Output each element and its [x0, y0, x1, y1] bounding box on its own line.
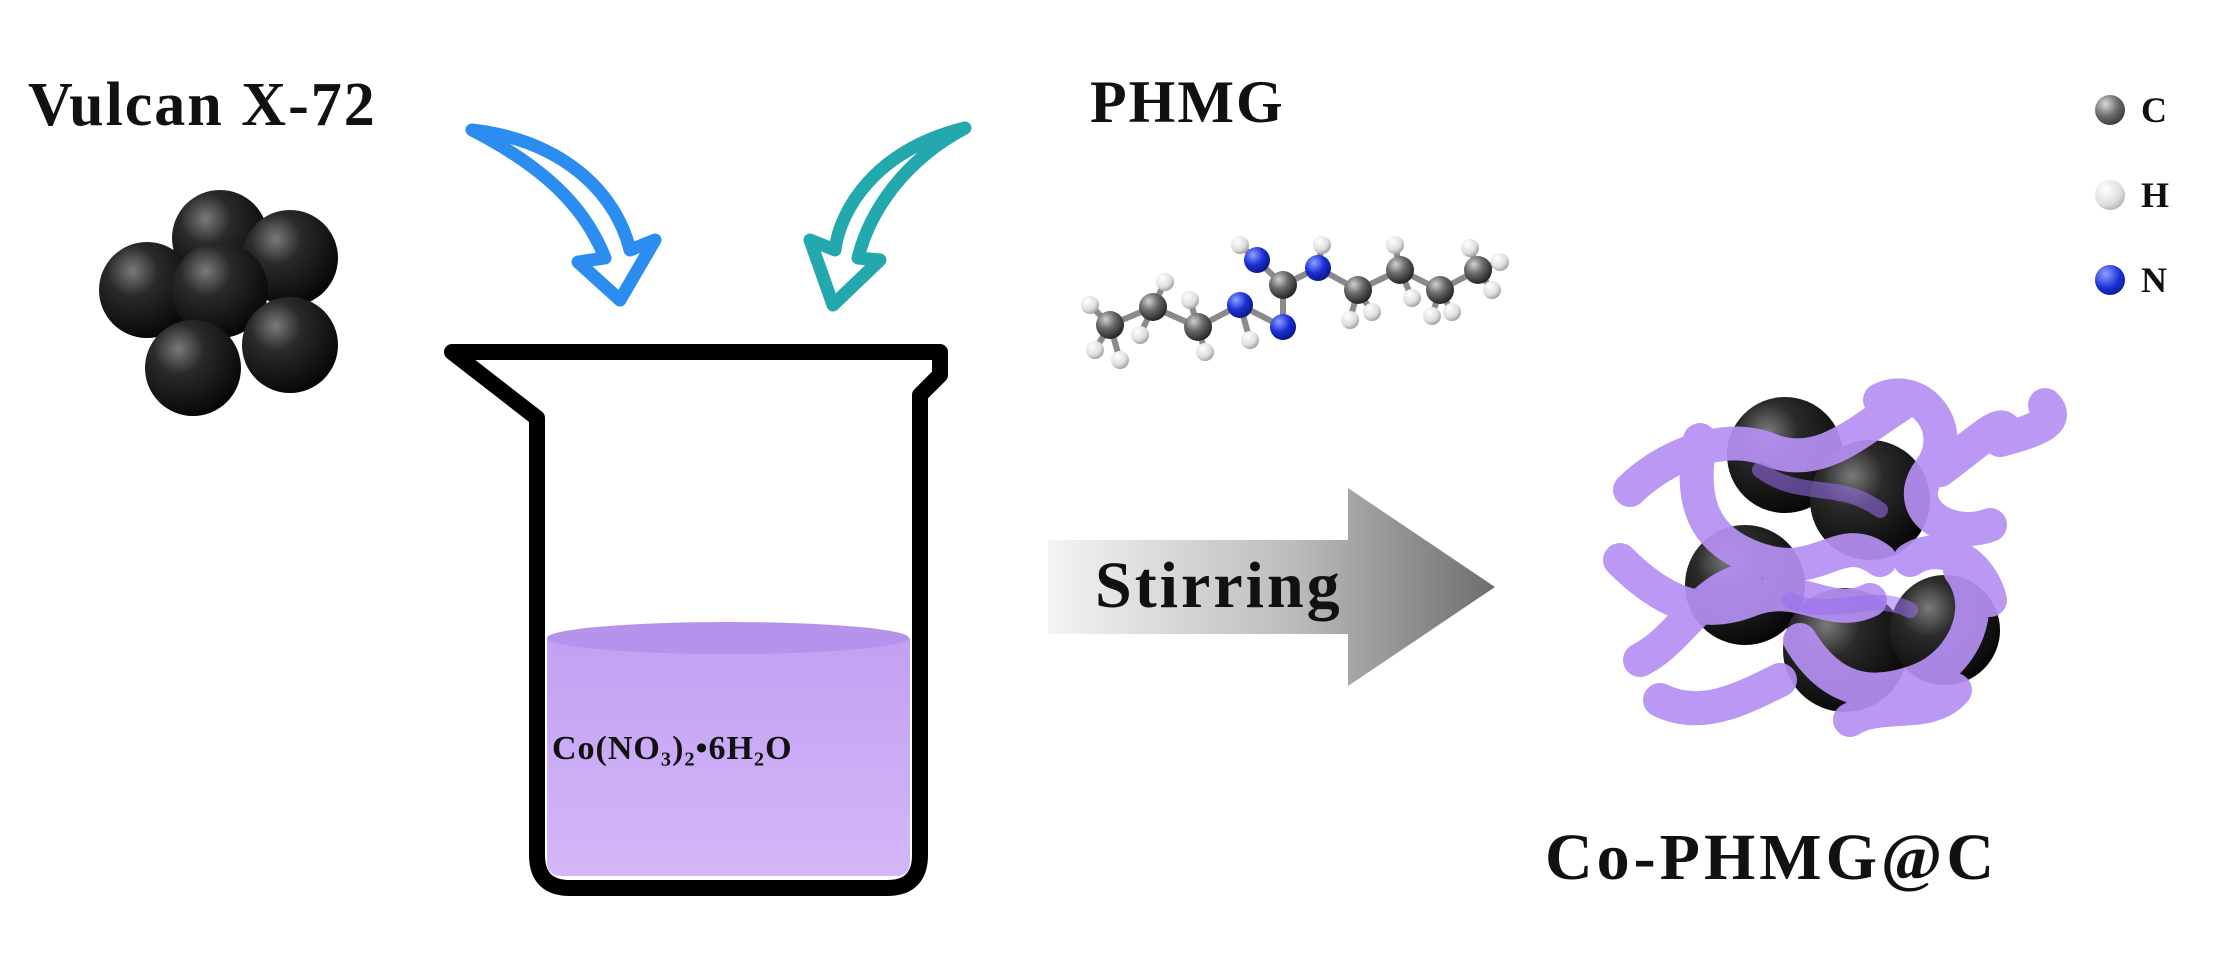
carbon-atom — [1386, 256, 1414, 284]
beaker-outline — [444, 344, 948, 896]
stirring-label: Stirring — [1095, 549, 1343, 622]
hydrogen-atom — [1363, 303, 1381, 321]
vulcan-label: Vulcan X-72 — [28, 71, 377, 139]
nitrogen-atom — [1244, 247, 1270, 273]
hydrogen-atom — [1156, 273, 1174, 291]
hydrogen-atom — [1181, 291, 1199, 309]
carbon-sphere — [242, 297, 338, 393]
carbon-atom — [1096, 311, 1124, 339]
hydrogen-atom — [1403, 289, 1421, 307]
carbon-atom — [1184, 313, 1212, 341]
legend-item-c: C — [2095, 85, 2167, 135]
carbon-sphere — [145, 320, 241, 416]
carbon-atom — [1139, 293, 1167, 321]
legend-item-n: N — [2095, 255, 2167, 305]
hydrogen-atom — [1081, 296, 1099, 314]
phmg-label: PHMG — [1090, 69, 1285, 135]
carbon-atom — [1269, 271, 1297, 299]
carbon-atom — [1344, 276, 1372, 304]
hydrogen-atom — [1386, 236, 1404, 254]
carbon-atom — [1426, 276, 1454, 304]
product-particle — [1603, 378, 2067, 737]
cobalt-salt-label: Co(NO₃)₂•6H₂O — [552, 730, 793, 767]
product-label: Co-PHMG@C — [1545, 821, 1998, 894]
legend-symbol: C — [2141, 90, 2167, 130]
hydrogen-atom — [1086, 341, 1104, 359]
hydrogen-atom — [1196, 343, 1214, 361]
legend-symbol: H — [2141, 175, 2170, 215]
nitrogen-atom — [1227, 292, 1253, 318]
atom-swatch-icon — [2095, 95, 2125, 125]
carbon-sphere — [172, 242, 268, 338]
solution — [547, 638, 910, 876]
hydrogen-atom — [1423, 307, 1441, 325]
legend-item-h: H — [2095, 170, 2169, 220]
atom-swatch-icon — [2095, 180, 2125, 210]
phmg-molecule — [1081, 236, 1509, 369]
curved-arrow-left-icon — [465, 123, 662, 307]
hydrogen-atom — [1111, 351, 1129, 369]
carbon-atom — [1464, 256, 1492, 284]
solution-surface — [547, 622, 909, 654]
atom-swatch-icon — [2095, 265, 2125, 295]
nitrogen-atom — [1305, 255, 1331, 281]
legend-symbol: N — [2141, 260, 2167, 300]
hydrogen-atom — [1313, 236, 1331, 254]
hydrogen-atom — [1231, 236, 1249, 254]
hydrogen-atom — [1483, 281, 1501, 299]
hydrogen-atom — [1461, 239, 1479, 257]
stirring-arrow-icon — [1048, 488, 1495, 686]
hydrogen-atom — [1443, 303, 1461, 321]
curved-arrow-right-icon — [803, 121, 972, 312]
carbon-black-cluster — [99, 190, 338, 416]
hydrogen-atom — [1341, 311, 1359, 329]
hydrogen-atom — [1241, 331, 1259, 349]
hydrogen-atom — [1131, 326, 1149, 344]
carbon-sphere — [99, 242, 195, 338]
hydrogen-atom — [1491, 253, 1509, 271]
nitrogen-atom — [1270, 314, 1296, 340]
beaker — [444, 344, 948, 896]
